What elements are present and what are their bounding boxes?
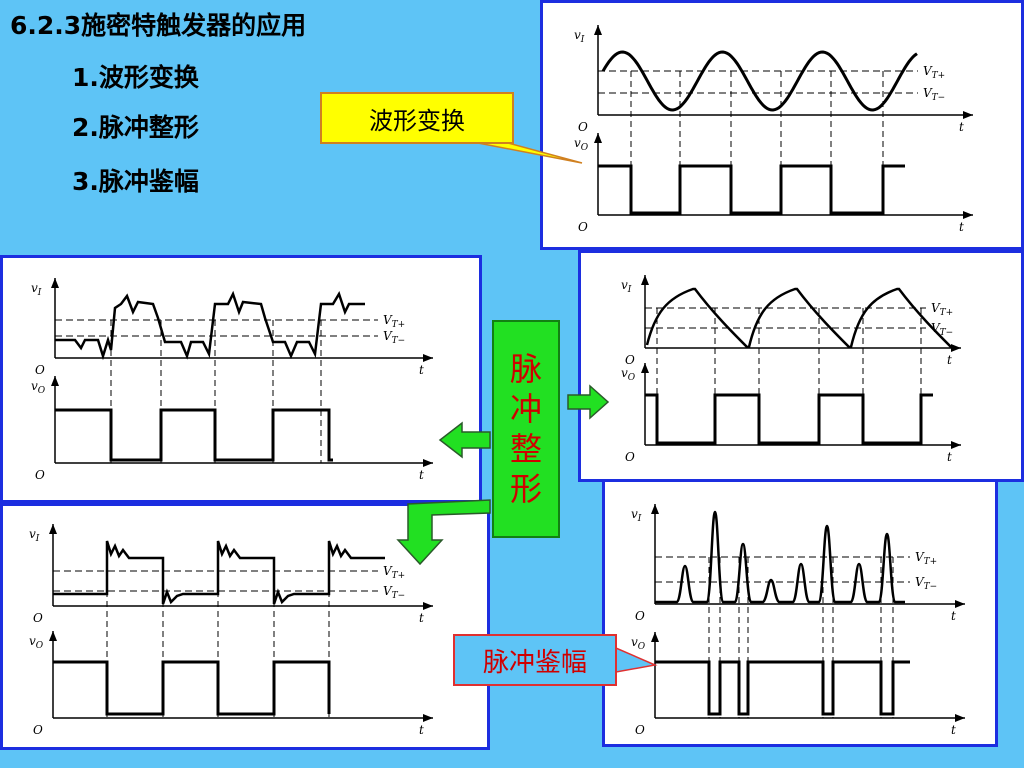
x-axis-arrow-icon: [423, 459, 433, 467]
vt-plus-label: VT+: [915, 550, 937, 567]
origin-label: O: [635, 609, 645, 623]
origin-label: O: [625, 353, 635, 367]
x-axis-arrow-icon: [951, 441, 961, 449]
item-pulse-shaping: 2.脉冲整形: [72, 113, 199, 142]
x-axis-arrow-icon: [423, 354, 433, 362]
origin-label: O: [35, 363, 45, 377]
pulse-shaping-char-3: 整: [509, 430, 542, 468]
y-axis-arrow-icon: [641, 275, 649, 285]
input-pulse-train: [655, 510, 905, 604]
x-axis-arrow-icon: [423, 602, 433, 610]
callout-waveform-conversion: 波形变换: [320, 92, 514, 144]
item-waveform-conversion: 1.波形变换: [72, 63, 199, 92]
input-ringing-wave: [53, 540, 385, 605]
time-axis-label: t: [951, 723, 956, 737]
origin-label: O: [33, 723, 43, 737]
vt-plus-label: VT+: [383, 564, 405, 581]
slide-title: 6.2.3施密特触发器的应用: [10, 11, 307, 40]
x-axis-arrow-icon: [963, 111, 973, 119]
x-axis-arrow-icon: [955, 600, 965, 608]
time-axis-label: t: [419, 363, 424, 377]
output-voltage-label: vO: [574, 136, 589, 153]
vt-minus-label: VT−: [931, 321, 953, 338]
vt-minus-label: VT−: [923, 86, 945, 103]
input-voltage-label: vI: [574, 28, 585, 45]
input-noisy-wave: [55, 290, 365, 361]
origin-label: O: [578, 120, 588, 134]
y-axis-arrow-icon: [651, 632, 659, 642]
origin-label: O: [33, 611, 43, 625]
origin-label: O: [625, 450, 635, 464]
time-axis-label: t: [419, 611, 424, 625]
callout-pulse-amplitude: 脉冲鉴幅: [453, 634, 617, 686]
time-axis-label: t: [947, 450, 952, 464]
input-voltage-label: vI: [31, 281, 42, 298]
time-axis-label: t: [959, 120, 964, 134]
time-axis-label: t: [951, 609, 956, 623]
vt-minus-label: VT−: [915, 575, 937, 592]
output-square-wave: [655, 660, 910, 716]
callout-pulse-shaping: 脉 冲 整 形: [492, 320, 560, 538]
origin-label: O: [578, 220, 588, 234]
y-axis-arrow-icon: [594, 133, 602, 143]
output-square-wave: [645, 393, 933, 445]
output-square-wave: [53, 660, 331, 716]
item-pulse-amplitude: 3.脉冲鉴幅: [72, 167, 199, 196]
y-axis-arrow-icon: [51, 278, 59, 288]
y-axis-arrow-icon: [49, 631, 57, 641]
input-rc-wave: [645, 287, 953, 349]
vt-plus-label: VT+: [923, 64, 945, 81]
pulse-shaping-char-1: 脉: [509, 350, 542, 388]
time-axis-label: t: [959, 220, 964, 234]
x-axis-arrow-icon: [951, 344, 961, 352]
vt-plus-label: VT+: [931, 301, 953, 318]
x-axis-arrow-icon: [963, 211, 973, 219]
output-voltage-label: vO: [621, 366, 636, 383]
vt-minus-label: VT−: [383, 584, 405, 601]
vt-minus-label: VT−: [383, 329, 405, 346]
input-sine-wave: [601, 50, 918, 112]
output-voltage-label: vO: [31, 379, 46, 396]
x-axis-arrow-icon: [955, 714, 965, 722]
pulse-shaping-char-2: 冲: [509, 390, 542, 428]
y-axis-arrow-icon: [651, 504, 659, 514]
x-axis-arrow-icon: [423, 714, 433, 722]
input-voltage-label: vI: [621, 278, 632, 295]
output-square-wave: [55, 408, 333, 462]
y-axis-arrow-icon: [51, 376, 59, 386]
origin-label: O: [635, 723, 645, 737]
vt-plus-label: VT+: [383, 313, 405, 330]
input-voltage-label: vI: [631, 507, 642, 524]
origin-label: O: [35, 468, 45, 482]
pulse-shaping-char-4: 形: [509, 470, 542, 508]
output-voltage-label: vO: [29, 634, 44, 651]
time-axis-label: t: [419, 468, 424, 482]
output-square-wave: [598, 164, 905, 215]
time-axis-label: t: [419, 723, 424, 737]
input-voltage-label: vI: [29, 527, 40, 544]
y-axis-arrow-icon: [49, 524, 57, 534]
y-axis-arrow-icon: [594, 25, 602, 35]
time-axis-label: t: [947, 353, 952, 367]
output-voltage-label: vO: [631, 635, 646, 652]
y-axis-arrow-icon: [641, 363, 649, 373]
